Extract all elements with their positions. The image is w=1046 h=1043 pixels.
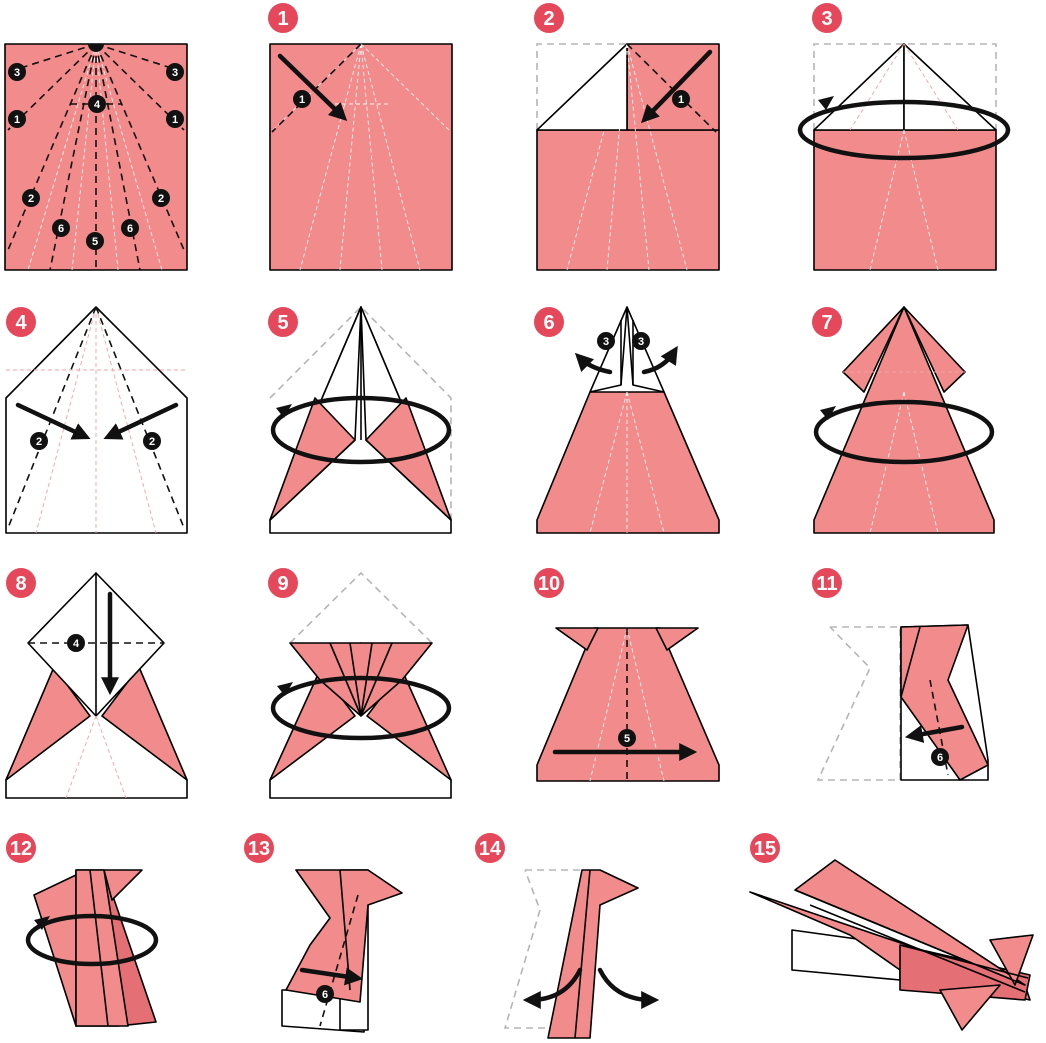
step-number: 2 (543, 8, 554, 30)
step-number: 3 (821, 8, 832, 30)
step-4-panel: 4 2 2 (6, 307, 187, 533)
label-6-left: 6 (58, 223, 64, 235)
step-number: 4 (15, 312, 27, 334)
step-1-panel: 1 1 (268, 3, 452, 270)
fold-label: 6 (322, 989, 328, 1001)
step-13-panel: 13 6 (244, 833, 402, 1032)
fold-label: 5 (624, 733, 630, 745)
step-number: 14 (479, 838, 502, 860)
step-number: 9 (277, 573, 288, 595)
label-2-left: 2 (28, 193, 34, 205)
step-number: 5 (277, 312, 288, 334)
fold-label-right: 2 (149, 436, 155, 448)
step-14-panel: 14 (475, 833, 652, 1038)
step-number: 13 (248, 838, 270, 860)
step-10-panel: 10 5 (534, 568, 719, 781)
step-number: 12 (10, 838, 32, 860)
finished-airplane (750, 860, 1033, 1030)
step-12-panel: 12 (6, 833, 156, 1026)
label-3-right: 3 (172, 67, 178, 79)
label-1-left: 1 (14, 114, 20, 126)
step-number: 6 (543, 312, 554, 334)
fold-label-left: 2 (36, 436, 42, 448)
label-6-right: 6 (127, 223, 133, 235)
fold-label: 1 (299, 94, 305, 106)
label-1-right: 1 (172, 114, 178, 126)
crease-map-panel: 3 3 4 1 1 2 2 6 5 6 (5, 44, 187, 270)
step-2-panel: 2 1 (534, 3, 719, 270)
fold-label: 4 (73, 638, 80, 650)
fold-label-right: 3 (638, 336, 644, 348)
label-3-left: 3 (14, 67, 20, 79)
step-5-panel: 5 (268, 307, 451, 533)
step-9-panel: 9 (268, 568, 451, 798)
step-number: 15 (754, 838, 776, 860)
label-4: 4 (94, 99, 101, 111)
step-number: 11 (816, 573, 837, 595)
step-6-panel: 6 3 3 (534, 307, 719, 533)
step-7-panel: 7 (812, 307, 994, 533)
fold-label: 1 (678, 94, 684, 106)
step-11-panel: 11 6 (812, 568, 988, 780)
step-number: 10 (538, 573, 560, 595)
fold-arrow-right (600, 970, 652, 1000)
label-2-right: 2 (158, 193, 164, 205)
step-number: 8 (15, 573, 26, 595)
step-8-panel: 8 4 (6, 568, 187, 798)
step-number: 7 (821, 312, 832, 334)
fold-label: 6 (937, 752, 943, 764)
fold-label-left: 3 (603, 336, 609, 348)
step-15-panel: 15 (750, 833, 1033, 1030)
step-number: 1 (277, 8, 288, 30)
step-3-panel: 3 (800, 3, 1008, 270)
label-5: 5 (92, 236, 98, 248)
